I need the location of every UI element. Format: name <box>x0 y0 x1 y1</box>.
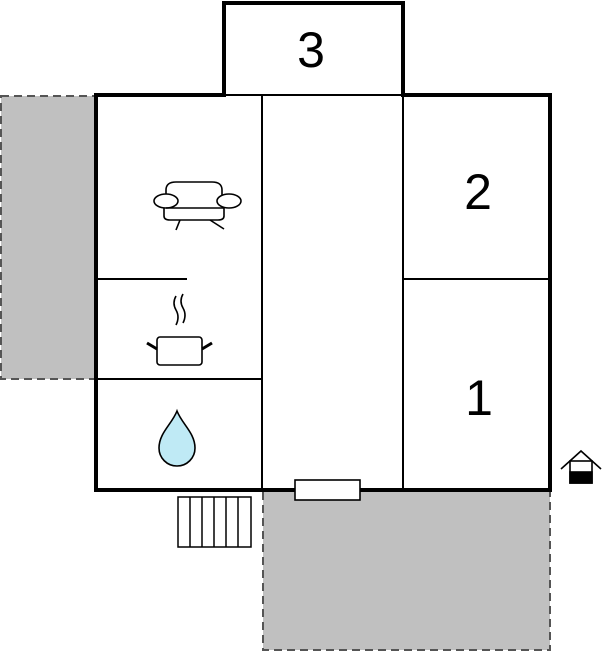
sofa-icon <box>153 181 242 231</box>
stairs-icon <box>177 496 252 548</box>
cooking-pot-icon <box>146 293 213 366</box>
house-entrance-icon <box>560 449 602 484</box>
room-label-3: 3 <box>297 22 325 78</box>
window-icon <box>294 479 361 501</box>
room-label-1: 1 <box>465 370 493 426</box>
water-drop-icon <box>158 408 196 467</box>
terrace-bottom <box>262 489 551 651</box>
terrace-left <box>0 95 97 380</box>
room-label-2: 2 <box>464 164 492 220</box>
interior-walls <box>96 94 550 490</box>
